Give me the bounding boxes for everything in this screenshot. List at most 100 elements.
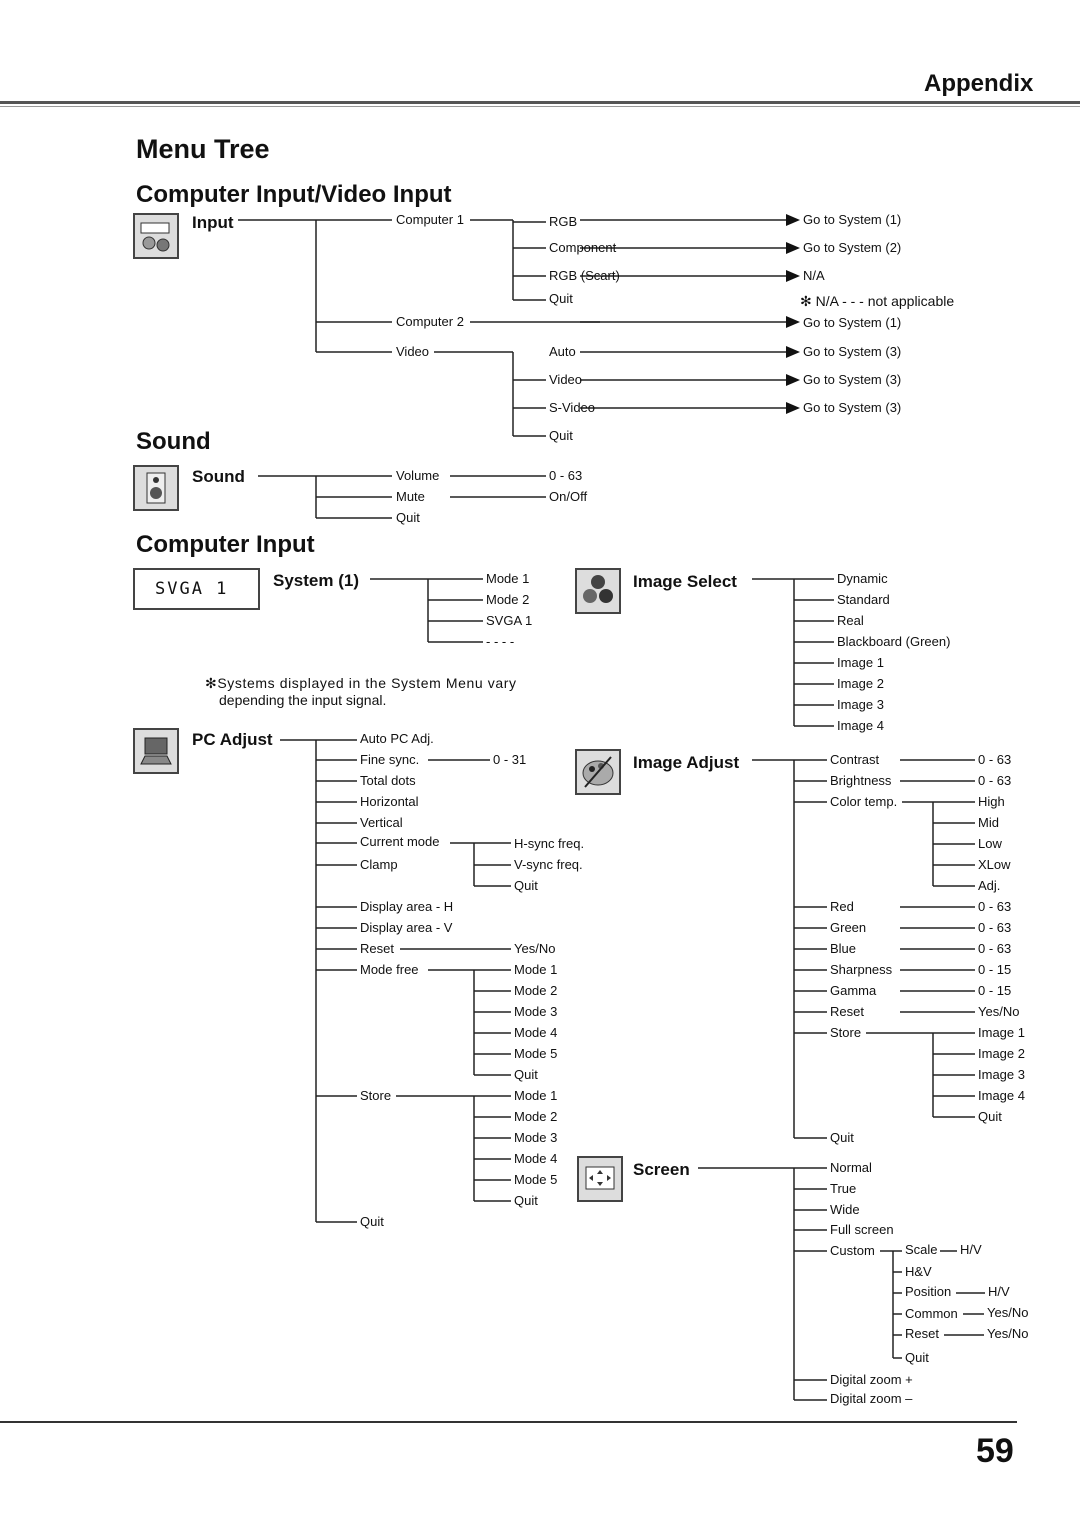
ia-red: Red	[830, 899, 854, 914]
pc-quit: Quit	[360, 1214, 384, 1229]
ia-ct-mid: Mid	[978, 815, 999, 830]
video-auto: Auto	[549, 344, 576, 359]
image-select-image2: Image 2	[837, 676, 884, 691]
computer1-rgb: RGB	[549, 214, 578, 229]
pc-auto-pc-adj: Auto PC Adj.	[360, 731, 434, 746]
header-rule	[0, 101, 1080, 104]
input-item-computer1: Computer 1	[396, 212, 464, 227]
ia-blue: Blue	[830, 941, 857, 956]
pc-hsync-freq: H-sync freq.	[514, 836, 585, 851]
screen-custom: Custom	[830, 1243, 875, 1258]
ia-ct-xlow: XLow	[978, 857, 1011, 872]
video-s-video-result: Go to System (3)	[803, 400, 902, 415]
mode-free-mode1: Mode 1	[514, 962, 558, 977]
input-item-computer2: Computer 2	[396, 314, 464, 329]
arrow-head	[786, 316, 800, 328]
ia-ct-low: Low	[978, 836, 1002, 851]
pc-current-mode-quit: Quit	[514, 878, 538, 893]
ia-reset-value: Yes/No	[978, 1004, 1020, 1019]
systems-note-line1: ✻Systems displayed in the System Menu va…	[205, 675, 517, 691]
ia-quit: Quit	[830, 1130, 854, 1145]
pc-vsync-freq: V-sync freq.	[514, 857, 583, 872]
pc-fine-sync-value: 0 - 31	[493, 752, 527, 767]
custom-position-value: H/V	[988, 1284, 1010, 1299]
color-balls-icon	[575, 568, 621, 614]
page-number: 59	[976, 1432, 1014, 1470]
screen-wide: Wide	[830, 1202, 860, 1217]
ia-green: Green	[830, 920, 867, 935]
video-quit: Quit	[549, 428, 573, 443]
ia-gamma-value: 0 - 15	[978, 983, 1012, 998]
result-go-system-1: Go to System (1)	[803, 212, 902, 227]
store-mode4: Mode 4	[514, 1151, 558, 1166]
pc-fine-sync: Fine sync.	[360, 752, 420, 767]
result-go-system-2: Go to System (2)	[803, 240, 902, 255]
menu-tree-title: Menu Tree	[136, 134, 270, 164]
input-item-video: Video	[396, 344, 430, 359]
pc-reset: Reset	[360, 941, 394, 956]
screen-arrows-icon	[577, 1156, 623, 1202]
ia-store-image1: Image 1	[978, 1025, 1025, 1040]
image-select-image3: Image 3	[837, 697, 884, 712]
ia-gamma: Gamma	[830, 983, 877, 998]
ia-ct-high: High	[978, 794, 1005, 809]
laptop-icon	[133, 728, 179, 774]
mode-free-mode2: Mode 2	[514, 983, 558, 998]
video-video-result: Go to System (3)	[803, 372, 902, 387]
svga-display-label: SVGA 1	[155, 579, 229, 599]
ia-store-image4: Image 4	[978, 1088, 1025, 1103]
ia-reset: Reset	[830, 1004, 864, 1019]
header-rule-thin	[0, 106, 1080, 107]
pc-clamp: Clamp	[360, 857, 398, 872]
computer1-rgb-scart: RGB (Scart)	[549, 268, 620, 283]
image-select-dynamic: Dynamic	[837, 571, 888, 586]
pc-adjust-root-label: PC Adjust	[192, 730, 273, 749]
store-mode5: Mode 5	[514, 1172, 558, 1187]
image-select-blackboard: Blackboard (Green)	[837, 634, 951, 649]
image-adjust-root-label: Image Adjust	[633, 753, 740, 772]
computer1-component: Component	[549, 240, 617, 255]
custom-scale-value: H/V	[960, 1242, 982, 1257]
appendix-heading: Appendix	[924, 70, 1034, 97]
pc-horizontal: Horizontal	[360, 794, 419, 809]
store-mode1: Mode 1	[514, 1088, 558, 1103]
custom-common-value: Yes/No	[987, 1305, 1029, 1320]
mode-free-mode4: Mode 4	[514, 1025, 558, 1040]
arrow-head	[786, 242, 800, 254]
image-select-root-label: Image Select	[633, 572, 737, 591]
image-select-standard: Standard	[837, 592, 890, 607]
custom-quit: Quit	[905, 1350, 929, 1365]
system-mode1: Mode 1	[486, 571, 530, 586]
ia-sharpness: Sharpness	[830, 962, 893, 977]
ia-contrast-value: 0 - 63	[978, 752, 1012, 767]
ia-color-temp: Color temp.	[830, 794, 898, 809]
sound-volume: Volume	[396, 468, 440, 483]
sound-volume-value: 0 - 63	[549, 468, 583, 483]
speaker-icon	[133, 465, 179, 511]
pc-store: Store	[360, 1088, 392, 1103]
svga-display-icon: SVGA 1	[133, 568, 260, 610]
pc-reset-value: Yes/No	[514, 941, 556, 956]
arrow-head	[786, 270, 800, 282]
custom-scale: Scale	[905, 1242, 938, 1257]
video-s-video: S-Video	[549, 400, 596, 415]
ia-contrast: Contrast	[830, 752, 880, 767]
pc-mode-free: Mode free	[360, 962, 419, 977]
sound-mute-value: On/Off	[549, 489, 588, 504]
image-select-image4: Image 4	[837, 718, 884, 733]
input-root-label: Input	[192, 213, 234, 232]
sound-title: Sound	[136, 428, 211, 455]
palette-icon	[575, 749, 621, 795]
screen-full-screen: Full screen	[830, 1222, 894, 1237]
sound-root-label: Sound	[192, 467, 245, 486]
custom-position: Position	[905, 1284, 952, 1299]
arrow-head	[786, 214, 800, 226]
computer2-result: Go to System (1)	[803, 315, 902, 330]
result-na: N/A	[803, 268, 825, 283]
computer1-quit: Quit	[549, 291, 573, 306]
custom-reset-value: Yes/No	[987, 1326, 1029, 1341]
input-connector-icon	[133, 213, 179, 259]
custom-common: Common	[905, 1306, 958, 1321]
ia-ct-adj: Adj.	[978, 878, 1001, 893]
